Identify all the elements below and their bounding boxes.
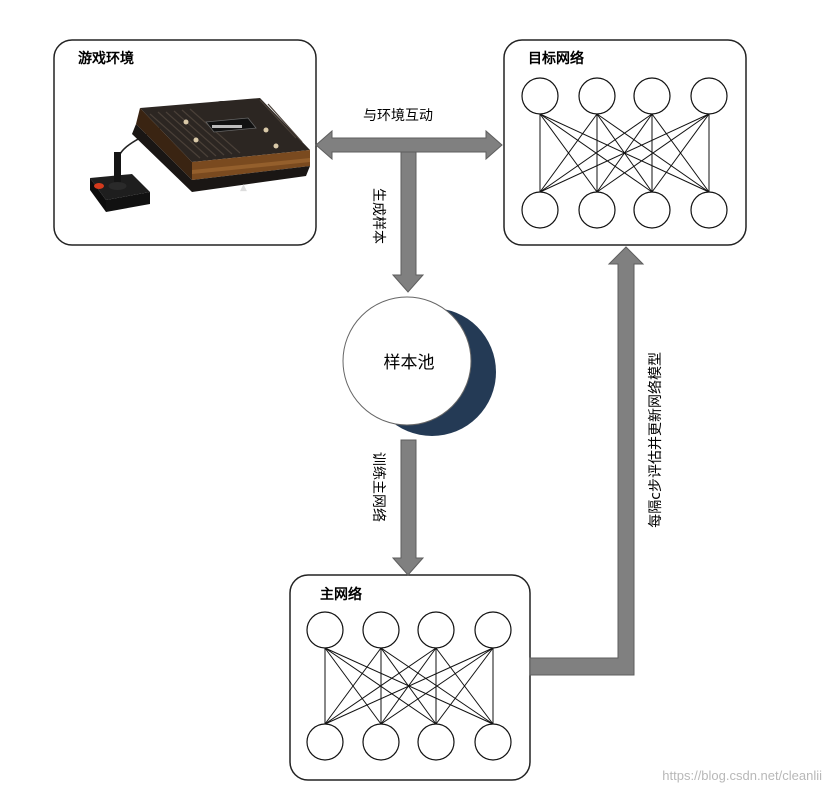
periodic-update-arrow — [529, 246, 645, 676]
interact-arrow — [315, 129, 503, 161]
net-edge — [651, 113, 710, 193]
target-net-box — [503, 39, 747, 246]
generate-samples-arrow — [391, 151, 425, 293]
neuron-input — [417, 611, 455, 649]
neuron-output — [578, 191, 616, 229]
neuron-output — [521, 191, 559, 229]
neuron-output — [690, 191, 728, 229]
main-net-node: 主网络 — [289, 574, 531, 781]
net-edge — [324, 647, 494, 725]
target-net-graph — [521, 77, 728, 229]
sample-pool-node: 样本池 — [342, 296, 496, 436]
neuron-input — [578, 77, 616, 115]
sample-pool-title: 样本池 — [384, 353, 435, 373]
net-edge — [596, 113, 710, 193]
neuron-output — [633, 191, 671, 229]
generate-samples-label: 生成样本 — [370, 188, 386, 244]
sample-pool-circle — [342, 296, 472, 426]
net-edge — [380, 647, 494, 725]
interact-label: 与环境互动 — [363, 108, 433, 124]
neuron-output — [306, 723, 344, 761]
watermark: https://blog.csdn.net/cleanlii — [662, 768, 822, 783]
train-main-arrow — [391, 439, 425, 576]
main-net-box — [289, 574, 531, 781]
atari-console-icon: ▲ — [90, 98, 310, 212]
main-net-title: 主网络 — [320, 586, 362, 603]
neuron-input — [474, 611, 512, 649]
neuron-input — [521, 77, 559, 115]
neuron-input — [362, 611, 400, 649]
net-edge — [324, 647, 437, 725]
train-main-label: 训练主网络 — [370, 452, 386, 522]
target-net-title: 目标网络 — [528, 50, 584, 67]
svg-text:▲: ▲ — [240, 183, 247, 193]
net-edge — [539, 113, 710, 193]
target-net-node: 目标网络 — [503, 39, 747, 246]
neuron-input — [306, 611, 344, 649]
game-env-node: 游戏环境 — [53, 39, 317, 246]
neuron-output — [417, 723, 455, 761]
periodic-update-label: 每隔c步评估并更新网络模型 — [648, 352, 664, 528]
neuron-input — [633, 77, 671, 115]
net-edge — [324, 647, 382, 725]
neuron-input — [690, 77, 728, 115]
net-edge — [539, 113, 653, 193]
net-edge — [539, 113, 598, 193]
neuron-output — [474, 723, 512, 761]
main-net-graph — [306, 611, 512, 761]
neuron-output — [362, 723, 400, 761]
net-edge — [435, 647, 494, 725]
game-env-title: 游戏环境 — [78, 50, 134, 67]
